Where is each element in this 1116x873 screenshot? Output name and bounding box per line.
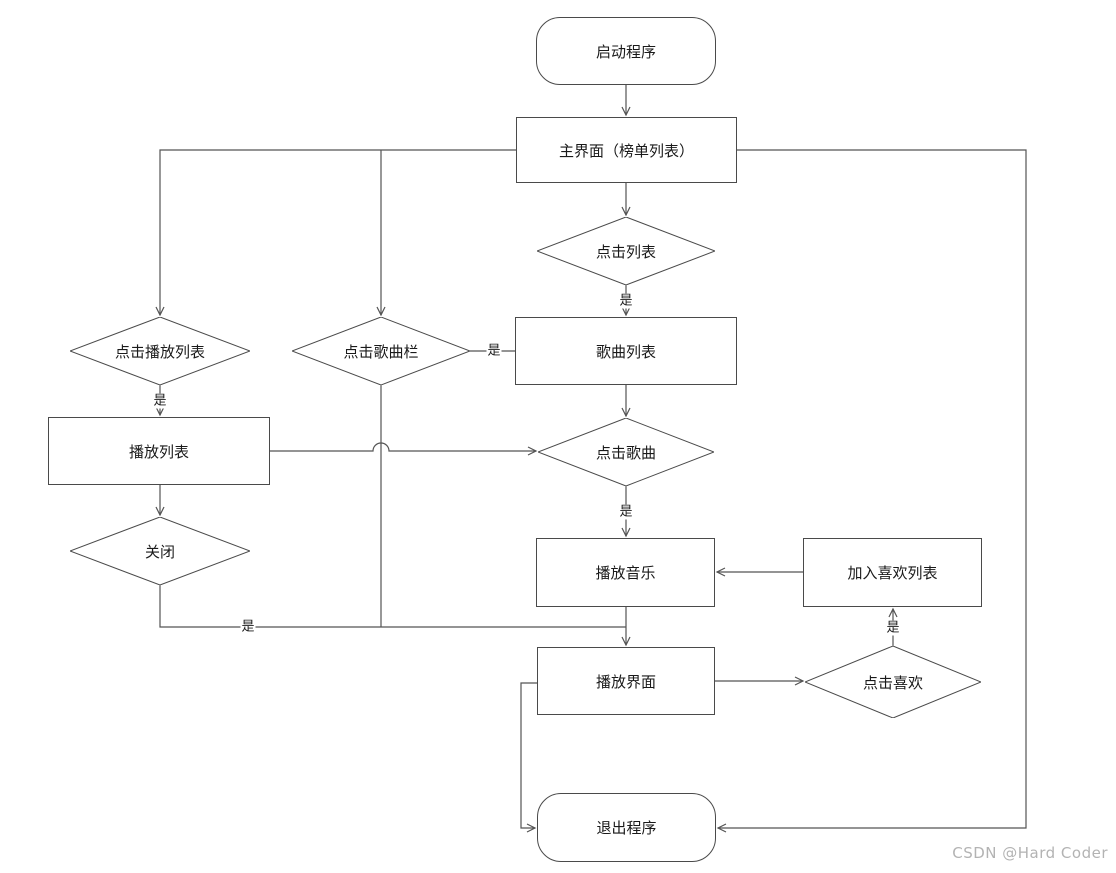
node-add-favorite-list: 加入喜欢列表: [803, 538, 982, 607]
edge-label-yes-click-song-bar: 是: [486, 343, 502, 359]
edge-main-to-click-playlist: [155, 149, 516, 317]
node-play-screen: 播放界面: [537, 647, 715, 715]
node-start: 启动程序: [536, 17, 716, 85]
node-click-song-label: 点击歌曲: [595, 443, 656, 462]
edge-close-yes-to-play-screen: [159, 585, 626, 628]
node-add-favorite-list-label: 加入喜欢列表: [847, 564, 938, 582]
node-click-song-bar: 点击歌曲栏: [292, 317, 470, 385]
csdn-watermark: CSDN @Hard Coder: [952, 844, 1108, 862]
node-play-music: 播放音乐: [536, 538, 715, 607]
node-click-list: 点击列表: [537, 217, 715, 285]
edge-playlist-to-click-song: [270, 442, 538, 456]
edge-main-to-exit: [716, 149, 1027, 833]
diamond-shape: [70, 317, 250, 385]
edge-label-yes-click-song: 是: [618, 504, 634, 520]
node-close: 关闭: [70, 517, 250, 585]
diamond-shape: [538, 418, 714, 486]
edge-label-yes-close: 是: [240, 619, 256, 635]
node-exit-label: 退出程序: [596, 819, 657, 837]
node-click-song: 点击歌曲: [538, 418, 714, 486]
node-close-label: 关闭: [144, 542, 175, 561]
node-click-list-label: 点击列表: [595, 242, 656, 261]
diamond-shape: [292, 317, 470, 385]
node-click-favorite: 点击喜欢: [805, 646, 981, 718]
node-click-song-bar-label: 点击歌曲栏: [343, 342, 419, 361]
node-start-label: 启动程序: [595, 42, 656, 61]
edge-label-yes-click-list: 是: [618, 293, 634, 309]
node-click-playlist: 点击播放列表: [70, 317, 250, 385]
node-click-playlist-label: 点击播放列表: [114, 342, 205, 361]
node-song-list-label: 歌曲列表: [595, 342, 656, 361]
node-main-screen-label: 主界面（榜单列表）: [558, 141, 694, 160]
node-playlist: 播放列表: [48, 417, 270, 485]
node-click-favorite-label: 点击喜欢: [862, 673, 923, 692]
diamond-shape: [537, 217, 715, 285]
node-play-music-label: 播放音乐: [595, 564, 656, 582]
edge-label-yes-click-playlist: 是: [152, 393, 168, 409]
edge-label-yes-click-favorite: 是: [885, 620, 901, 636]
node-song-list: 歌曲列表: [515, 317, 737, 385]
node-exit: 退出程序: [537, 793, 716, 862]
diamond-shape: [70, 517, 250, 585]
node-play-screen-label: 播放界面: [595, 672, 656, 691]
diamond-shape: [805, 646, 981, 718]
node-main-screen: 主界面（榜单列表）: [516, 117, 737, 183]
edge-play-screen-to-exit: [520, 682, 537, 833]
node-playlist-label: 播放列表: [128, 442, 189, 461]
